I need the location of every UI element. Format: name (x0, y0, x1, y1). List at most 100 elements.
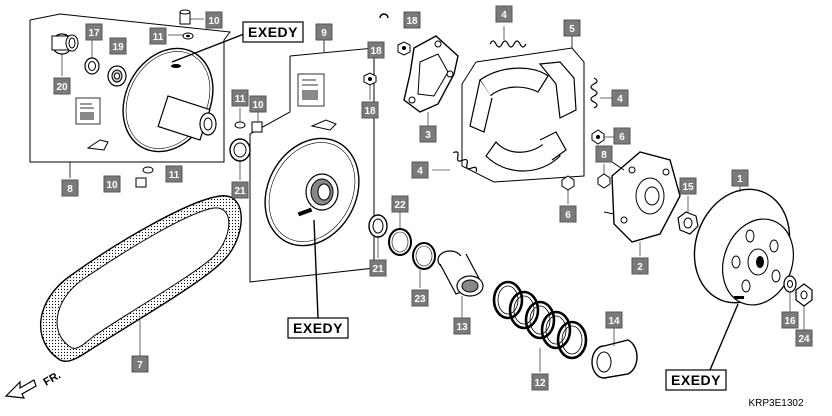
clutch-drive-plate-2 (603, 151, 681, 243)
washer-16 (783, 275, 797, 293)
caution-label-icon (75, 97, 101, 125)
oil-seal-17 (84, 57, 100, 75)
callout-number: 9 (321, 28, 327, 39)
callout-box (149, 27, 167, 45)
callout-c6a: 6 (613, 127, 631, 145)
movable-drive-face (122, 47, 217, 153)
callout-box (367, 41, 385, 59)
callout-c20: 20 (53, 77, 71, 95)
callout-box (109, 37, 127, 55)
brand-box-top (242, 21, 304, 43)
callout-box (631, 257, 649, 275)
callout-c21a: 21 (231, 181, 249, 199)
clip-18-a (379, 13, 389, 19)
bolt-10-mid (251, 121, 263, 133)
callout-box (165, 165, 183, 183)
callout-box (315, 23, 333, 41)
callout-box (411, 161, 429, 179)
o-ring-22 (388, 228, 412, 256)
callout-c6b: 6 (559, 205, 577, 223)
callout-c10a: 10 (205, 11, 223, 29)
drive-belt-7 (39, 195, 242, 362)
callout-number: 13 (456, 322, 468, 333)
callout-number: 7 (137, 360, 143, 371)
callout-c22: 22 (391, 195, 409, 213)
clutch-shoes (469, 61, 577, 172)
callout-c3: 3 (419, 125, 437, 143)
spring-12 (492, 280, 588, 360)
needle-bearing-20 (51, 33, 79, 55)
bolt-10-bottom (135, 177, 147, 188)
nut-18-c (363, 72, 377, 86)
callout-c8: 8 (61, 179, 79, 197)
callout-c14: 14 (605, 311, 623, 329)
driven-face (264, 137, 360, 247)
callout-c4a: 4 (495, 5, 513, 23)
callout-number: 6 (619, 132, 625, 143)
callout-box (411, 289, 429, 307)
callout-number: 18 (370, 46, 382, 57)
callout-number: 20 (56, 82, 68, 93)
callout-number: 4 (617, 94, 623, 105)
clutch-outer-1 (693, 188, 794, 306)
callout-c18b: 18 (367, 41, 385, 59)
callout-number: 1 (737, 174, 743, 185)
nut-18-b (397, 41, 411, 56)
callout-box (249, 95, 267, 113)
callout-c11b: 11 (165, 165, 183, 183)
callout-number: 22 (394, 200, 406, 211)
callout-box (231, 89, 249, 107)
seal-21-center (368, 214, 388, 238)
callout-c5: 5 (563, 19, 581, 37)
callout-box (605, 311, 623, 329)
callout-box (205, 11, 223, 29)
diagram-code: KRP3E1302 (748, 398, 803, 409)
front-direction-arrow-icon (4, 379, 37, 399)
callout-c9: 9 (315, 23, 333, 41)
callout-box (391, 195, 409, 213)
callout-box (61, 179, 79, 197)
callout-number: 18 (364, 106, 376, 117)
spring-4-bottom (452, 151, 478, 173)
callout-number: 11 (153, 32, 164, 43)
callout-box (795, 329, 813, 347)
front-label: FR. (42, 369, 63, 388)
callout-box (361, 101, 379, 119)
callout-number: 10 (208, 16, 220, 27)
callout-box (231, 181, 249, 199)
callout-c24: 24 (795, 329, 813, 347)
washer-11-top (182, 32, 194, 40)
callout-c16: 16 (781, 311, 799, 329)
callout-number: 8 (601, 150, 607, 161)
callout-c2: 2 (631, 257, 649, 275)
brand-box-right (665, 369, 727, 391)
callout-c4c: 4 (411, 161, 429, 179)
driven-caution-label-icon (297, 73, 325, 107)
callout-c19: 19 (109, 37, 127, 55)
callout-box (613, 127, 631, 145)
callout-c21b: 21 (369, 259, 387, 277)
spring-4-right (590, 77, 598, 109)
callout-number: 24 (798, 334, 810, 345)
callout-c13: 13 (453, 317, 471, 335)
brand-label-right: EXEDY (671, 372, 721, 388)
callout-number: 15 (682, 182, 694, 193)
bolt-10-top (179, 9, 191, 25)
callout-c4b: 4 (611, 89, 629, 107)
bearing-19 (107, 65, 127, 87)
seal-collar-13 (437, 250, 484, 297)
callout-c18c: 18 (361, 101, 379, 119)
callout-number: 11 (169, 170, 180, 181)
callout-c17: 17 (85, 23, 103, 41)
callout-number: 21 (234, 186, 246, 197)
group-box-5 (461, 47, 585, 183)
nut-6-lower (561, 175, 575, 191)
callout-box (403, 11, 421, 29)
callout-number: 19 (112, 42, 124, 53)
nut-24 (795, 283, 813, 307)
callout-number: 6 (565, 210, 571, 221)
callout-c10b: 10 (103, 175, 121, 193)
callout-number: 2 (637, 262, 643, 273)
callout-box (453, 317, 471, 335)
